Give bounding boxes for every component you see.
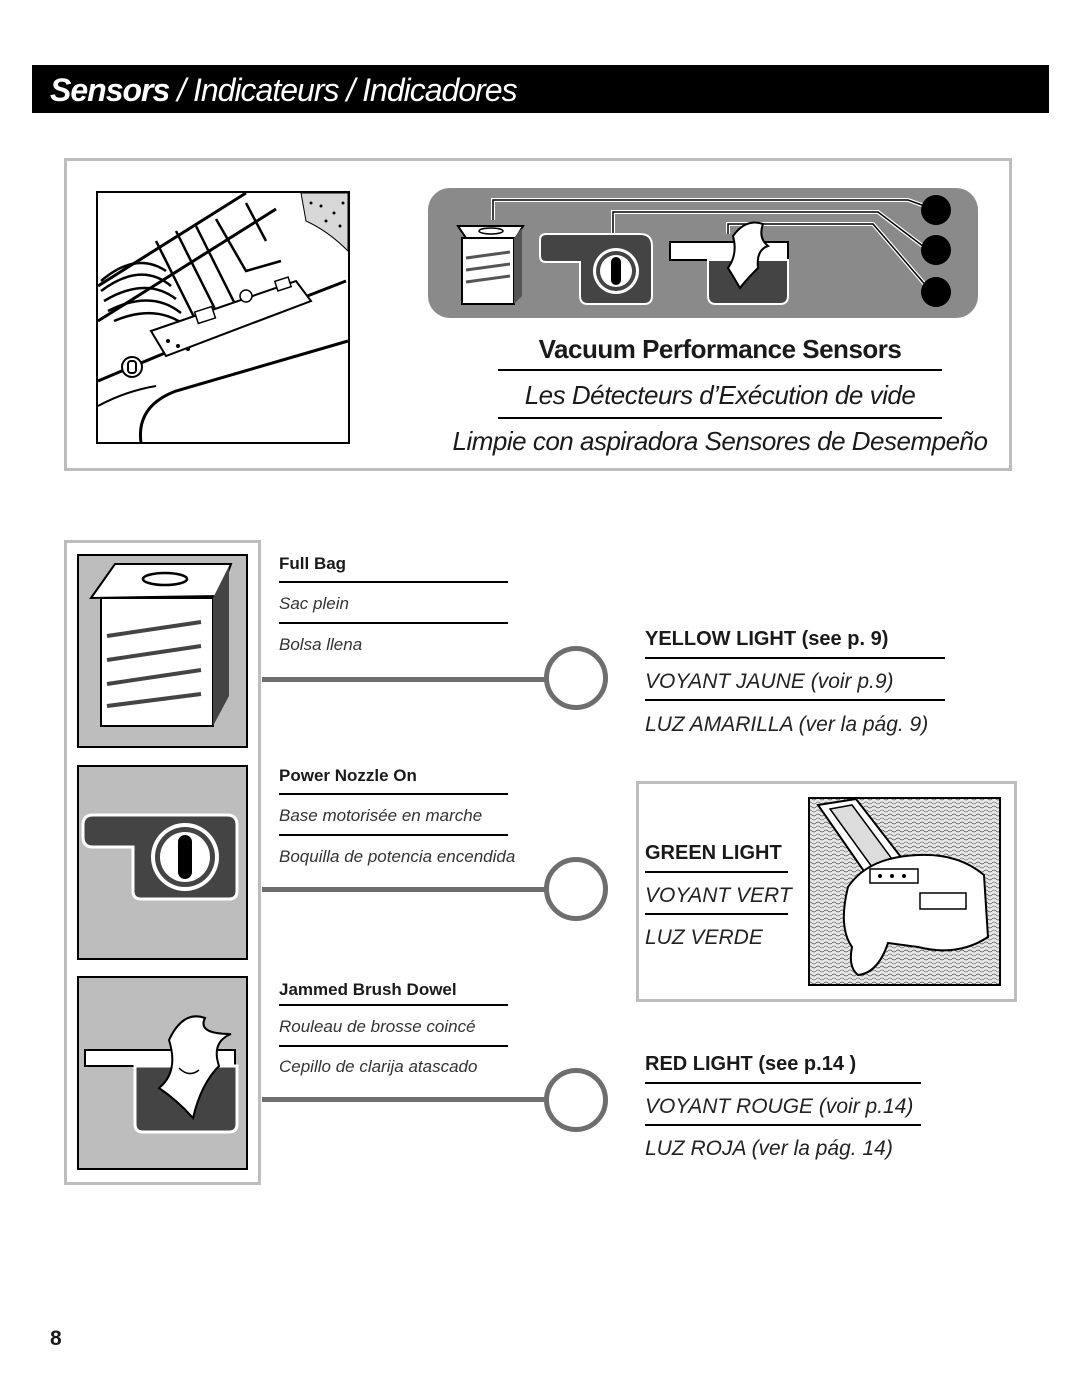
power-nozzle-label-es: Boquilla de potencia encendida [279,847,516,866]
page-title-bold: Sensors [50,72,170,108]
jammed-brush-label-fr: Rouleau de brosse coincé [279,1017,476,1036]
yellow-light-title: YELLOW LIGHT (see p. 9) [645,628,889,650]
divider [645,1082,921,1084]
top-panel-frame [64,158,1012,471]
divider [279,834,508,836]
jammed-brush-label-es: Cepillo de clarija atascado [279,1057,478,1076]
green-light-box [636,781,1017,1002]
page-title: Sensors / Indicateurs / Indicadores [50,70,518,110]
power-nozzle-label-en: Power Nozzle On [279,766,417,785]
power-nozzle-label-fr: Base motorisée en marche [279,806,483,825]
red-connector-line [262,1097,548,1102]
divider [645,657,945,659]
jammed-brush-card [77,976,248,1170]
divider [279,1004,508,1006]
indicator-panel-illustration [428,188,978,318]
full-bag-labels: Full Bag [279,554,346,574]
yellow-light-fr: VOYANT JAUNE (voir p.9) [645,670,894,693]
jammed-brush-label-en: Jammed Brush Dowel [279,980,457,999]
full-bag-label-fr: Sac plein [279,594,349,613]
green-light-es: LUZ VERDE [645,926,763,949]
red-light-ring [544,1068,608,1132]
divider [645,913,788,915]
sensor-icon-column [64,540,261,1185]
full-bag-icon [89,563,233,727]
divider [279,793,508,795]
yellow-light-es: LUZ AMARILLA (ver la pág. 9) [645,713,929,736]
divider [279,581,508,583]
divider [279,622,508,624]
heading-spanish: Limpie con aspiradora Sensores de Desemp… [452,426,988,456]
vacuum-top-illustration [96,191,350,444]
divider [645,871,788,873]
divider [645,699,945,701]
full-bag-label-es: Bolsa llena [279,635,363,654]
green-connector-line [262,887,548,892]
page-number: 8 [50,1327,62,1350]
header-bar [32,65,1049,113]
heading-english: Vacuum Performance Sensors [498,334,942,371]
yellow-light-ring [544,646,608,710]
green-light-fr: VOYANT VERT [645,884,792,907]
full-bag-card [77,554,248,748]
red-light-title: RED LIGHT (see p.14 ) [645,1053,857,1075]
power-nozzle-icon [81,813,239,901]
full-bag-label-en: Full Bag [279,554,347,573]
divider [645,1124,921,1126]
heading-french: Les Détecteurs d’Exécution de vide [498,380,942,419]
jammed-brush-icon [84,1015,239,1134]
green-light-title: GREEN LIGHT [645,842,782,864]
page-title-rest: / Indicateurs / Indicadores [169,72,517,108]
upright-vacuum-illustration [808,797,1001,986]
power-nozzle-card [77,765,248,960]
red-light-es: LUZ ROJA (ver la pág. 14) [645,1137,893,1160]
red-light-fr: VOYANT ROUGE (voir p.14) [645,1095,914,1118]
divider [279,1045,508,1047]
green-light-ring [544,857,608,921]
yellow-connector-line [262,677,548,682]
